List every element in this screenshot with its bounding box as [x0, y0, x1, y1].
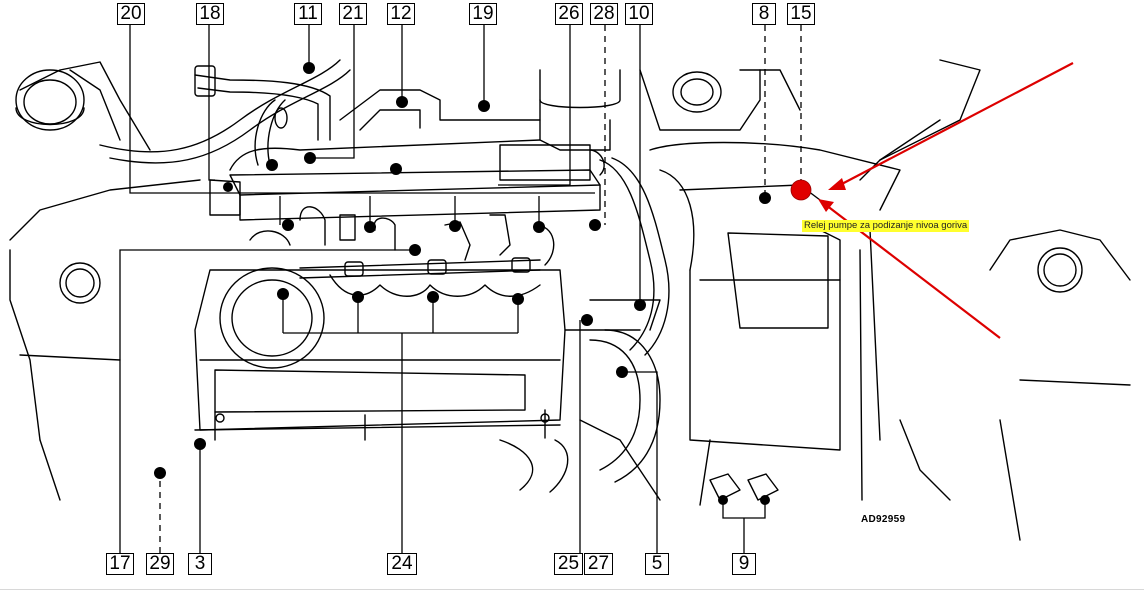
fuel-rail — [299, 257, 541, 279]
bottom-divider — [0, 589, 1144, 590]
right-components — [649, 141, 901, 506]
callout-label-24: 24 — [387, 553, 417, 575]
callout-label-11: 11 — [294, 3, 322, 25]
callout-label-3: 3 — [188, 553, 212, 575]
intake-manifold — [209, 89, 601, 221]
callout-label-28: 28 — [590, 3, 618, 25]
red-arrow-upper — [837, 62, 1074, 187]
callout-label-19: 19 — [469, 3, 497, 25]
upper-hoses — [99, 59, 351, 166]
callout-dots — [154, 62, 771, 505]
left-reservoir-cap — [15, 69, 85, 131]
right-reservoir-cap — [639, 69, 801, 131]
callout-label-5: 5 — [645, 553, 669, 575]
lower-hoses — [499, 299, 661, 501]
callout-label-18: 18 — [196, 3, 224, 25]
red-annotation — [790, 62, 1074, 339]
right-fender — [859, 59, 1131, 541]
callout-label-20: 20 — [117, 3, 145, 25]
relay-marker — [790, 179, 812, 201]
left-small-cap — [59, 262, 101, 304]
callout-label-12: 12 — [387, 3, 415, 25]
callout-label-10: 10 — [625, 3, 653, 25]
callout-label-9: 9 — [732, 553, 756, 575]
relay-annotation-label: Relej pumpe za podizanje nivoa goriva — [802, 220, 970, 232]
callout-label-15: 15 — [787, 3, 815, 25]
cylinder-head-cover — [194, 267, 566, 441]
callout-label-21: 21 — [339, 3, 367, 25]
throttle-body — [499, 69, 670, 356]
relay-sockets — [709, 473, 779, 501]
callout-label-8: 8 — [752, 3, 776, 25]
callout-label-17: 17 — [106, 553, 134, 575]
leader-lines — [119, 25, 766, 553]
callout-label-29: 29 — [146, 553, 174, 575]
dashed-leaders — [159, 25, 802, 553]
callout-label-26: 26 — [555, 3, 583, 25]
callout-label-27: 27 — [584, 553, 613, 575]
reference-code: AD92959 — [861, 514, 906, 525]
callout-label-25: 25 — [554, 553, 583, 575]
